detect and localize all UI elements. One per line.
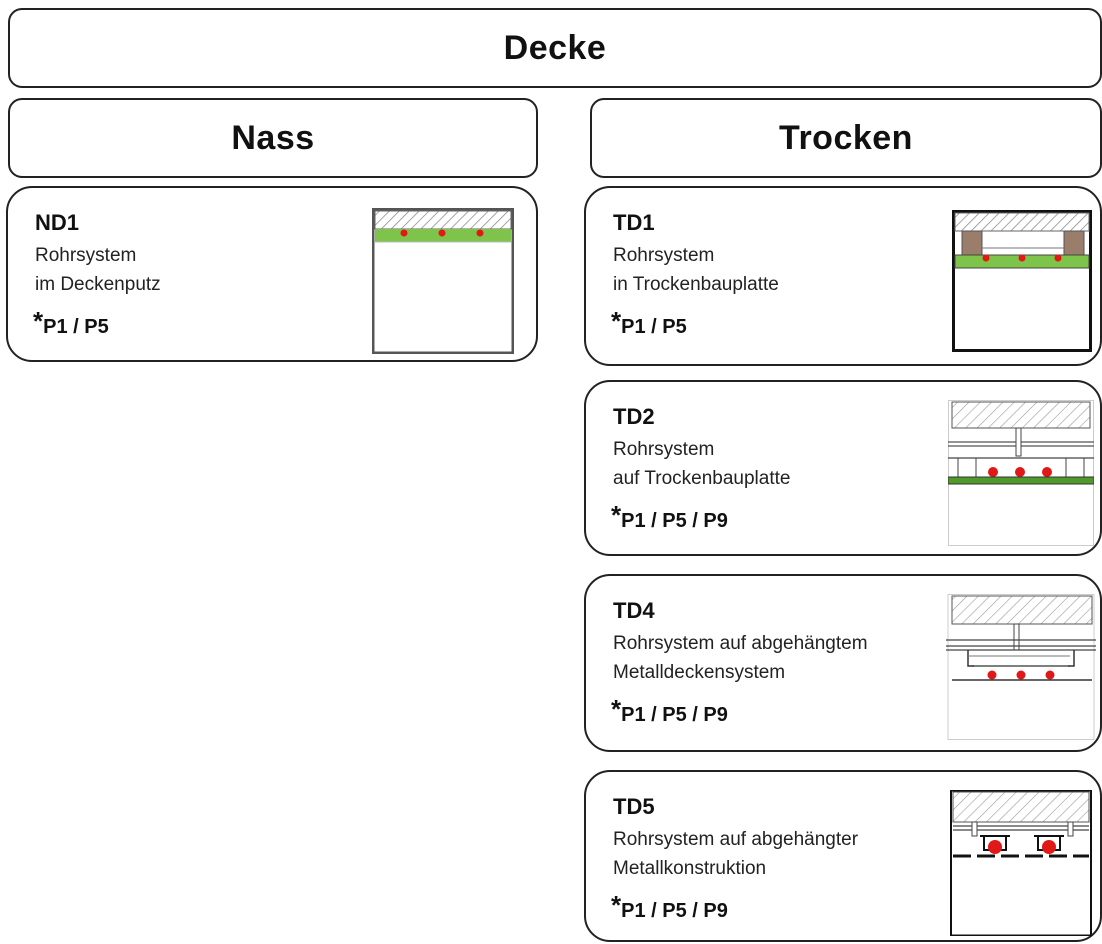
card-code: TD2	[613, 404, 655, 429]
column-header-nass: Nass	[8, 98, 538, 178]
ref-star: *	[611, 694, 622, 724]
diagram-title: Decke	[503, 28, 607, 67]
ref-star: *	[611, 306, 622, 336]
column-label-trocken: Trocken	[779, 118, 913, 157]
card-line-1: Rohrsystem auf abgehängter	[613, 829, 859, 850]
nd1-ceiling-section-image	[372, 208, 514, 354]
td1-ceiling-section-image	[952, 210, 1092, 352]
card-td2: TD2 Rohrsystem auf Trockenbauplatte *P1 …	[584, 380, 1102, 556]
card-td1: TD1 Rohrsystem in Trockenbauplatte *P1 /…	[584, 186, 1102, 366]
card-line-2: Metalldeckensystem	[613, 662, 786, 683]
td4-ceiling-section-image	[946, 594, 1096, 740]
card-ref: *P1 / P5	[611, 306, 687, 339]
card-ref: *P1 / P5 / P9	[611, 890, 728, 923]
card-code: ND1	[35, 210, 80, 235]
card-ref: *P1 / P5 / P9	[611, 694, 728, 727]
column-header-trocken: Trocken	[590, 98, 1102, 178]
ref-text: P1 / P5	[621, 316, 687, 338]
ref-star: *	[33, 306, 44, 336]
ref-star: *	[611, 500, 622, 530]
card-nd1: ND1 Rohrsystem im Deckenputz *P1 / P5	[6, 186, 538, 362]
ref-text: P1 / P5 / P9	[621, 900, 728, 922]
card-line-2: Metallkonstruktion	[613, 858, 767, 879]
card-line-1: Rohrsystem	[613, 245, 715, 266]
card-td4: TD4 Rohrsystem auf abgehängtem Metalldec…	[584, 574, 1102, 752]
card-td5: TD5 Rohrsystem auf abgehängter Metallkon…	[584, 770, 1102, 942]
card-line-1: Rohrsystem auf abgehängtem	[613, 633, 868, 654]
card-line-2: auf Trockenbauplatte	[613, 468, 791, 489]
card-ref: *P1 / P5	[33, 306, 109, 339]
card-line-2: in Trockenbauplatte	[613, 274, 779, 295]
card-code: TD4	[613, 598, 655, 623]
card-code: TD5	[613, 794, 655, 819]
ref-star: *	[611, 890, 622, 920]
card-ref: *P1 / P5 / P9	[611, 500, 728, 533]
card-line-2: im Deckenputz	[35, 274, 161, 295]
ref-text: P1 / P5	[43, 316, 109, 338]
column-label-nass: Nass	[231, 118, 315, 157]
title-box: Decke	[8, 8, 1102, 88]
td5-ceiling-section-image	[950, 790, 1092, 936]
ref-text: P1 / P5 / P9	[621, 510, 728, 532]
card-line-1: Rohrsystem	[613, 439, 715, 460]
ref-text: P1 / P5 / P9	[621, 704, 728, 726]
td2-ceiling-section-image	[948, 400, 1094, 546]
card-code: TD1	[613, 210, 655, 235]
card-line-1: Rohrsystem	[35, 245, 137, 266]
